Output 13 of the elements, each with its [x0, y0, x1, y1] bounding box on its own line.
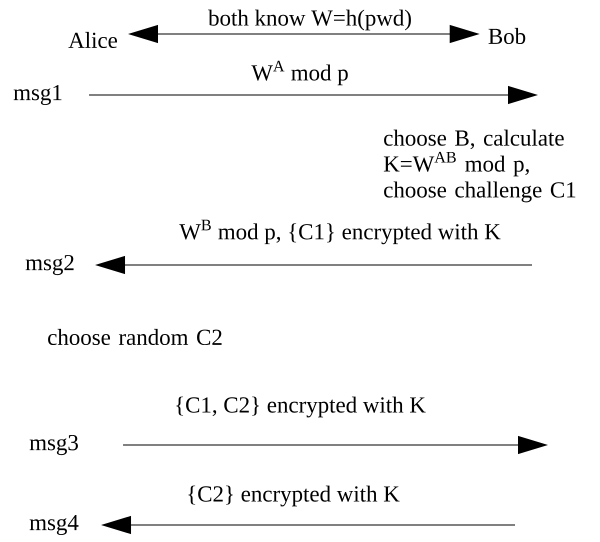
party-name: Alice	[68, 32, 118, 48]
edge-label: W$^{A}$ mod p	[251, 60, 348, 86]
edge-label: W$^{B}$ mod p, {C1} encrypted with K	[179, 220, 501, 244]
edge-label: {C2} encrypted with K	[188, 486, 400, 506]
note-text: choose B, calculate K=W$^{AB}$ mod p, choose challenge C1	[384, 130, 576, 202]
edge-label: {C1, C2} encrypted with K	[176, 396, 426, 418]
message-name: msg3	[30, 434, 78, 456]
edge-label: both know W=h(pwd)	[208, 10, 411, 30]
party-name: Bob	[488, 28, 526, 44]
message-name: msg4	[30, 514, 78, 536]
message-name: msg2	[26, 254, 74, 276]
message-name: msg1	[14, 84, 62, 106]
note-text: choose random C2	[48, 328, 222, 346]
